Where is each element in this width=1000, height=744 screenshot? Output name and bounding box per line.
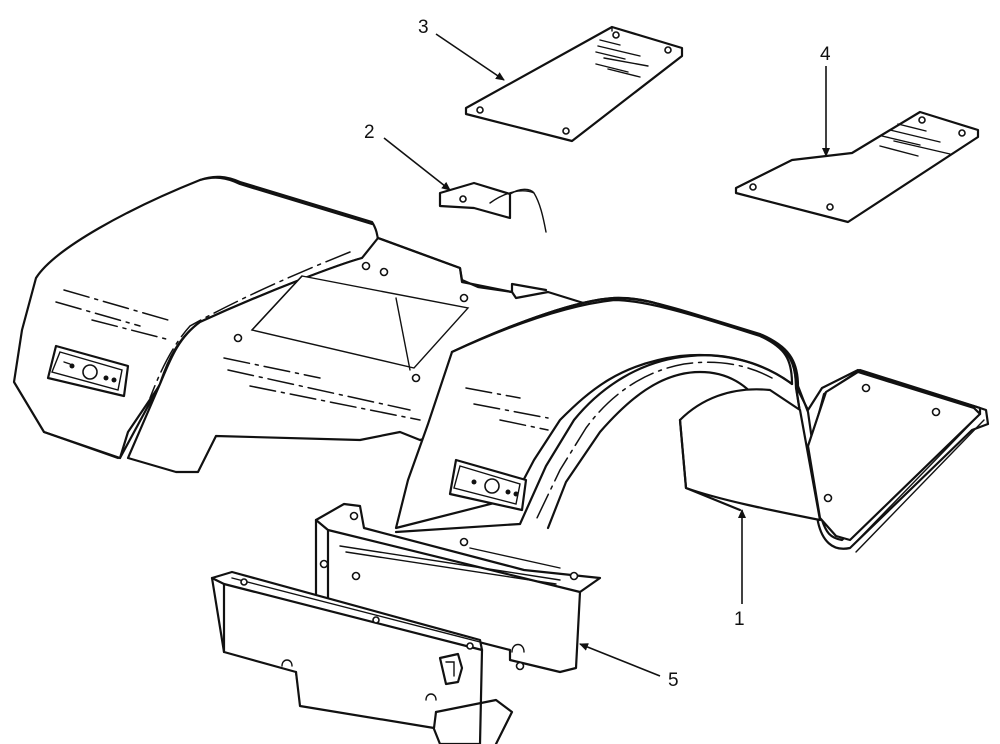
callout-4: 4 (820, 44, 831, 157)
callout-2: 2 (364, 122, 451, 191)
callout-3: 3 (418, 17, 505, 81)
callout-label-4: 4 (820, 44, 831, 65)
left-light-panel (46, 344, 130, 398)
part-5-support-bracket (314, 502, 602, 674)
right-light-panel (448, 458, 528, 512)
callout-label-3: 3 (418, 17, 429, 38)
part-1-fender-housing (12, 175, 990, 553)
callout-label-2: 2 (364, 122, 375, 143)
callout-label-5: 5 (668, 670, 679, 691)
part-2-bracket (438, 181, 547, 233)
callout-label-1: 1 (734, 609, 745, 630)
lower-tray (210, 570, 514, 744)
part-4-instruction-plate (734, 110, 980, 224)
plate-3-text-lines (595, 39, 649, 78)
callout-5: 5 (579, 643, 679, 691)
plate-4-text-lines (879, 123, 951, 157)
part-3-instruction-plate (464, 25, 684, 143)
callout-1: 1 (734, 509, 746, 630)
